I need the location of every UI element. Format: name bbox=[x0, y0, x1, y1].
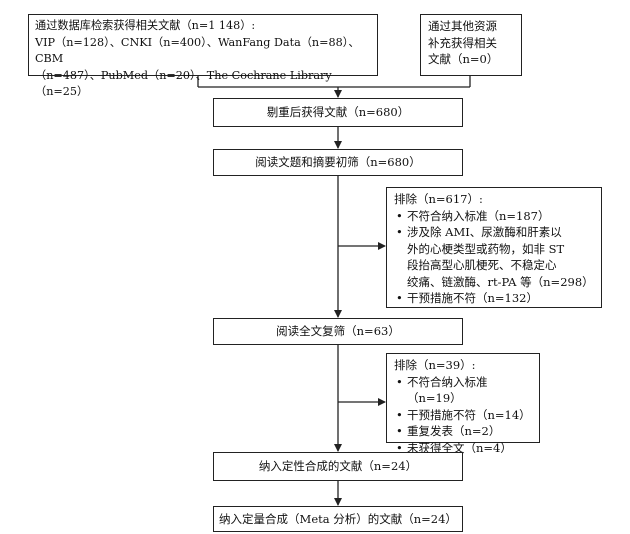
exclusion-1-heading: 排除（n=617）: bbox=[394, 192, 483, 206]
other-sources-text: 通过其他资源 补充获得相关 文献（n=0） bbox=[428, 19, 499, 66]
exclusion-2-item: 未获得全文（n=4） bbox=[394, 440, 532, 457]
exclusion-2-list: 不符合纳入标准（n=19） 干预措施不符（n=14） 重复发表（n=2） 未获得… bbox=[394, 374, 532, 457]
title-abstract-text: 阅读文题和摘要初筛（n=680） bbox=[255, 155, 421, 170]
dedup-text: 剔重后获得文献（n=680） bbox=[266, 105, 410, 120]
exclusion-1-item: 干预措施不符（n=132） bbox=[394, 290, 594, 307]
exclusion-1-item: 不符合纳入标准（n=187） bbox=[394, 208, 594, 225]
other-sources-box: 通过其他资源 补充获得相关 文献（n=0） bbox=[420, 14, 522, 76]
exclusion-2-item: 干预措施不符（n=14） bbox=[394, 407, 532, 424]
qualitative-synthesis-text: 纳入定性合成的文献（n=24） bbox=[258, 459, 418, 474]
exclusion-2-heading: 排除（n=39）: bbox=[394, 358, 476, 372]
title-abstract-box: 阅读文题和摘要初筛（n=680） bbox=[213, 149, 463, 176]
exclusion-1-list: 不符合纳入标准（n=187） 涉及除 AMI、尿激酶和肝素以 外的心梗类型或药物… bbox=[394, 208, 594, 307]
exclusion-box-1: 排除（n=617）: 不符合纳入标准（n=187） 涉及除 AMI、尿激酶和肝素… bbox=[386, 187, 602, 308]
exclusion-1-item: 涉及除 AMI、尿激酶和肝素以 外的心梗类型或药物，如非 ST 段抬高型心肌梗死… bbox=[394, 224, 594, 290]
dedup-box: 剔重后获得文献（n=680） bbox=[213, 98, 463, 127]
full-text-text: 阅读全文复筛（n=63） bbox=[276, 324, 400, 339]
exclusion-box-2: 排除（n=39）: 不符合纳入标准（n=19） 干预措施不符（n=14） 重复发… bbox=[386, 353, 540, 456]
exclusion-2-item: 重复发表（n=2） bbox=[394, 423, 532, 440]
database-search-text: 通过数据库检索获得相关文献（n=1 148）: VIP（n=128）、CNKI（… bbox=[35, 19, 360, 98]
database-search-box: 通过数据库检索获得相关文献（n=1 148）: VIP（n=128）、CNKI（… bbox=[28, 14, 378, 98]
quantitative-synthesis-box: 纳入定量合成（Meta 分析）的文献（n=24） bbox=[213, 506, 463, 532]
qualitative-synthesis-box: 纳入定性合成的文献（n=24） bbox=[213, 452, 463, 481]
quantitative-synthesis-text: 纳入定量合成（Meta 分析）的文献（n=24） bbox=[219, 511, 457, 526]
full-text-box: 阅读全文复筛（n=63） bbox=[213, 318, 463, 345]
exclusion-2-item: 不符合纳入标准（n=19） bbox=[394, 374, 532, 407]
